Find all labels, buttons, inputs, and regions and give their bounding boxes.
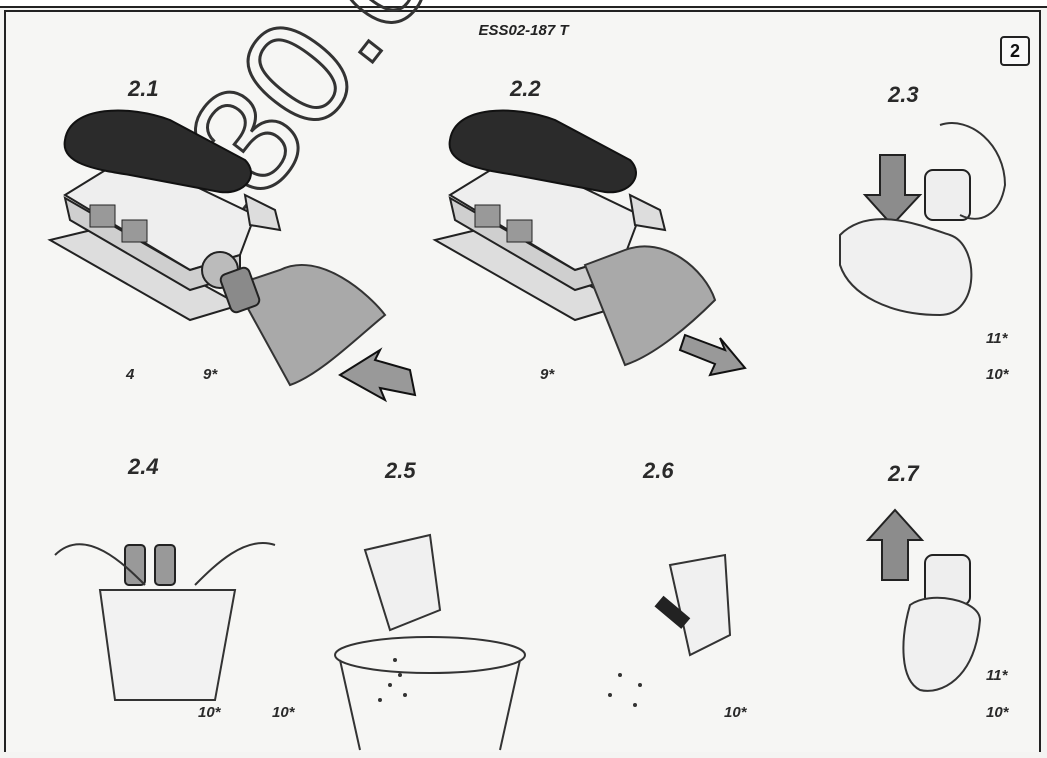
illustration-2-5-empty-bag: [334, 533, 526, 751]
step-label-2-3: 2.3: [888, 82, 919, 107]
callout-7-b: 10*: [986, 704, 1009, 721]
step-label-2-7: 2.7: [888, 461, 919, 486]
page-number-box: 2: [1000, 36, 1030, 66]
illustration-2-7-close-clip: [865, 508, 982, 692]
illustration-2-2-remove-bag: [432, 109, 747, 377]
callout-7-a: 11*: [986, 667, 1008, 684]
step-label-2-5: 2.5: [385, 458, 416, 483]
illustration-2-4-open-bag: [54, 542, 276, 701]
model-title: ESS02-187 T: [478, 22, 569, 39]
step-label-2-2: 2.2: [510, 76, 541, 101]
illustration-2-3-open-clip: [839, 122, 1007, 317]
step-label-2-6: 2.6: [643, 458, 674, 483]
callout-sander: 4: [126, 366, 135, 383]
callout-dust-bag-2: 9*: [540, 366, 555, 383]
callout-dust-bag-1: 9*: [203, 366, 218, 383]
illustration-2-1-attach-bag: [47, 109, 417, 403]
top-rule: [0, 0, 1047, 8]
step-label-2-1: 2.1: [128, 76, 159, 101]
step-label-2-4: 2.4: [128, 454, 159, 479]
callout-3-b: 10*: [986, 366, 1009, 383]
callout-4-a: 10*: [198, 704, 221, 721]
callout-4-b: 10*: [272, 704, 295, 721]
callout-3-a: 11*: [986, 330, 1008, 347]
illustration-2-6-brush-bag: [608, 553, 732, 707]
callout-6: 10*: [724, 704, 747, 721]
